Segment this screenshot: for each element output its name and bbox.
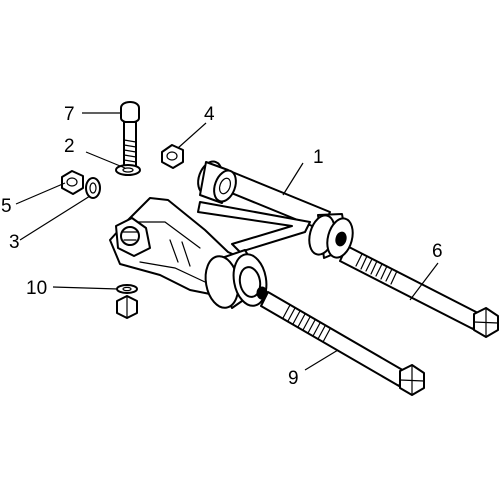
callout-2: 2: [64, 136, 75, 157]
callout-7: 7: [64, 104, 75, 125]
callout-6: 6: [432, 241, 443, 262]
part-10-washer-nut: [116, 284, 138, 319]
part-4-nut: [161, 144, 184, 169]
part-3-washer: [85, 177, 101, 199]
part-1-swing-arm: [109, 160, 354, 309]
part-2-washer: [115, 164, 141, 176]
callout-1: 1: [313, 147, 324, 168]
callout-9: 9: [288, 368, 299, 389]
callout-4: 4: [204, 104, 215, 125]
part-6-long-bolt: [339, 245, 499, 338]
leader-lines: [15, 112, 439, 371]
part-9-long-bolt: [260, 291, 425, 396]
callout-10: 10: [26, 278, 47, 299]
callout-5: 5: [1, 196, 12, 217]
callout-3: 3: [9, 232, 20, 253]
part-5-nut: [61, 170, 84, 195]
part-7-bolt: [120, 101, 140, 169]
